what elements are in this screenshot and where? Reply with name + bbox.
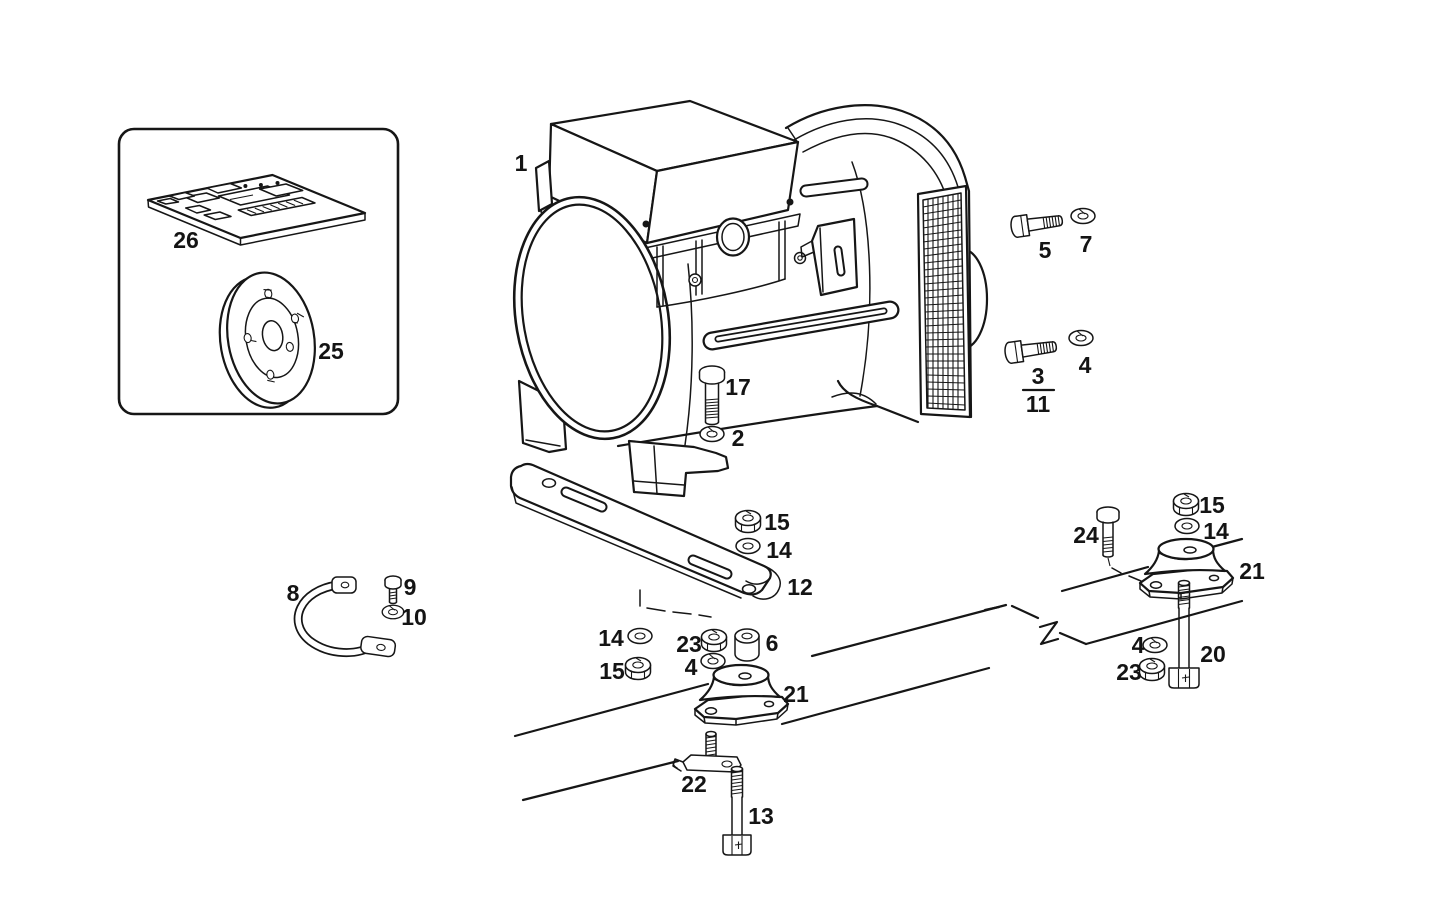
callout-7: 7 [1080,231,1093,257]
washer-14 [735,537,761,555]
flange-plate [534,159,554,213]
callout-20: 20 [1200,641,1226,667]
hex-nut-23 [700,628,728,653]
callout-13: 13 [748,803,774,829]
callout-10: 10 [401,604,427,630]
hex-bolt-24 [1096,506,1120,567]
callout-26: 26 [173,227,199,253]
vibration-mount-21 [1138,537,1235,601]
cooling-grille [916,184,972,419]
callout-8: 8 [287,580,300,606]
rail-break-symbol [983,604,1088,646]
callout-14b: 14 [598,625,624,651]
frame-opening [656,217,807,308]
vent-slots [702,177,900,351]
circuit-board [146,173,367,246]
front-end-bell [512,195,672,441]
callout-2: 2 [732,425,745,451]
washer-14 [627,627,653,645]
dashed-leader [1111,567,1142,582]
spring-washer-2 [699,425,725,443]
callout-1: 1 [515,150,528,176]
callout-24: 24 [1073,522,1099,548]
lifting-bracket [800,217,859,297]
dashed-leader [639,589,712,618]
callout-17: 17 [725,374,751,400]
callout-15c: 15 [1199,492,1225,518]
callout-15b: 15 [599,658,625,684]
generator-assembly [512,99,989,498]
terminal-box [547,99,800,245]
hex-bolt-5 [1009,209,1065,239]
callout-22: 22 [681,771,707,797]
hex-bolt-17 [698,365,726,426]
callout-21a: 21 [783,681,809,707]
washer-14 [1174,517,1200,535]
lock-nut-15 [734,509,762,534]
callout-14c: 14 [1203,518,1229,544]
callout-15a: 15 [764,509,790,535]
callout-23a: 23 [676,631,702,657]
rotor-disc [218,271,316,409]
callout-23b: 23 [1116,659,1142,685]
clamp-plate-22 [672,730,742,773]
callout-4a: 4 [1079,352,1092,378]
callout-14a: 14 [766,537,792,563]
callout-11: 11 [1026,391,1051,417]
vibration-mount-21 [693,663,790,727]
spring-washer-4 [1068,329,1094,347]
mounting-pedestal [627,439,730,498]
lock-nut-15 [1172,492,1200,517]
callout-6: 6 [766,630,779,656]
hex-nut-23 [1138,657,1166,682]
inset-panel: 26 25 [117,127,400,416]
callout-3: 3 [1032,363,1045,389]
hex-bolt-3-11 [1003,335,1059,365]
callout-25: 25 [318,338,344,364]
callout-12: 12 [787,574,813,600]
hex-bolt-13 [722,765,752,856]
callout-9: 9 [404,574,417,600]
callout-4c: 4 [1132,632,1145,658]
hex-bolt-20 [1168,579,1200,689]
bed-frame-rails [513,537,1244,802]
spring-washer-4 [700,652,726,670]
callout-5: 5 [1039,237,1052,263]
spacer-bushing-6 [734,628,760,662]
hex-bolt-9 [384,575,402,605]
callout-4b: 4 [685,654,698,680]
spring-washer-7 [1070,207,1096,225]
ground-cable-8 [293,576,397,658]
lock-nut-15 [624,656,652,681]
callout-21b: 21 [1239,558,1265,584]
support-bracket-12 [509,462,781,618]
spring-washer-4 [1142,636,1168,654]
